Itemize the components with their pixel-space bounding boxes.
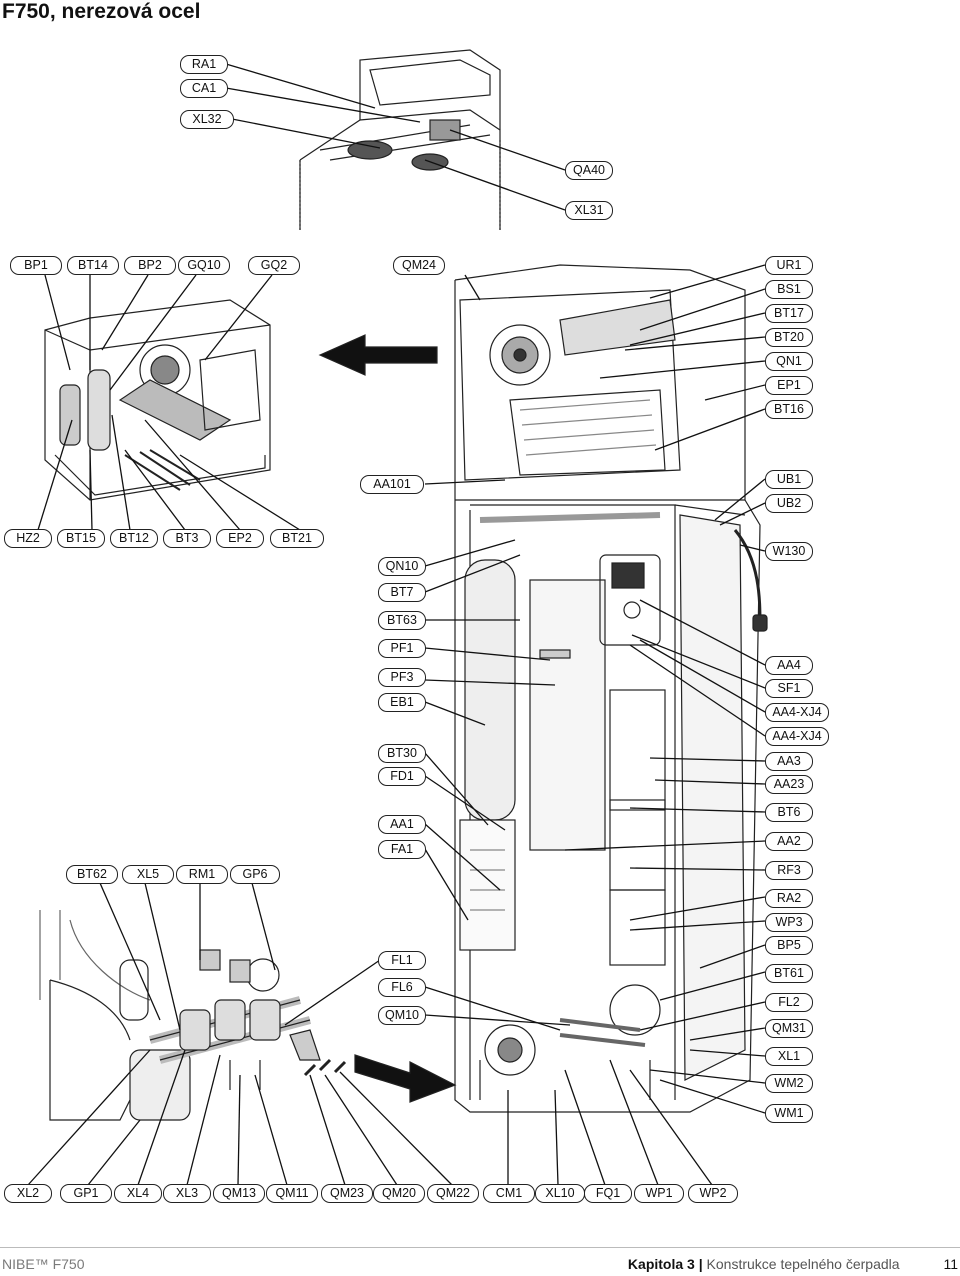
label-xl32: XL32: [180, 110, 234, 129]
page-title: F750, nerezová ocel: [2, 0, 201, 23]
label-aa1: AA1: [378, 815, 426, 834]
label-fl2: FL2: [765, 993, 813, 1012]
arrow-left-top: [318, 334, 438, 376]
label-aa4-xj4-1: AA4-XJ4: [765, 703, 829, 722]
label-bp2: BP2: [124, 256, 176, 275]
label-ra2: RA2: [765, 889, 813, 908]
label-wp1: WP1: [634, 1184, 684, 1203]
label-qm23: QM23: [321, 1184, 373, 1203]
label-fl1: FL1: [378, 951, 426, 970]
label-bt12: BT12: [110, 529, 158, 548]
label-bt20: BT20: [765, 328, 813, 347]
label-bt16: BT16: [765, 400, 813, 419]
pipe-module-drawing: [39, 910, 347, 1121]
arrow-right-bottom: [354, 1054, 457, 1103]
label-cm1: CM1: [483, 1184, 535, 1203]
label-ra1: RA1: [180, 55, 228, 74]
label-aa23: AA23: [765, 775, 813, 794]
label-pf1: PF1: [378, 639, 426, 658]
label-gp6: GP6: [230, 865, 280, 884]
label-bt61: BT61: [765, 964, 813, 983]
label-bp1: BP1: [10, 256, 62, 275]
label-bt21: BT21: [270, 529, 324, 548]
label-bt7: BT7: [378, 583, 426, 602]
label-bt62: BT62: [66, 865, 118, 884]
label-bp5: BP5: [765, 936, 813, 955]
page-number: 11: [943, 1256, 958, 1272]
label-bt6: BT6: [765, 803, 813, 822]
label-qn1: QN1: [765, 352, 813, 371]
label-bt63: BT63: [378, 611, 426, 630]
top-module-drawing: [299, 49, 501, 230]
label-ca1: CA1: [180, 79, 228, 98]
main-cabinet-drawing: [454, 264, 768, 1113]
footer-subtitle: Konstrukce tepelného čerpadla: [706, 1256, 900, 1272]
label-fd1: FD1: [378, 767, 426, 786]
label-aa4: AA4: [765, 656, 813, 675]
label-gq10: GQ10: [178, 256, 230, 275]
label-rf3: RF3: [765, 861, 813, 880]
label-ub2: UB2: [765, 494, 813, 513]
label-qn10: QN10: [378, 557, 426, 576]
label-xl3: XL3: [163, 1184, 211, 1203]
label-fq1: FQ1: [584, 1184, 632, 1203]
footer-separator: |: [698, 1256, 703, 1272]
label-w130: W130: [765, 542, 813, 561]
label-qm24: QM24: [393, 256, 445, 275]
label-bt3: BT3: [163, 529, 211, 548]
label-wp3: WP3: [765, 913, 813, 932]
label-ep2: EP2: [216, 529, 264, 548]
label-aa2: AA2: [765, 832, 813, 851]
label-sf1: SF1: [765, 679, 813, 698]
label-xl1: XL1: [765, 1047, 813, 1066]
footer-chapter-name: Kapitola 3: [627, 1256, 695, 1272]
label-wm2: WM2: [765, 1074, 813, 1093]
label-qm22: QM22: [427, 1184, 479, 1203]
label-aa4-xj4-2: AA4-XJ4: [765, 727, 829, 746]
label-qm20: QM20: [373, 1184, 425, 1203]
label-xl31: XL31: [565, 201, 613, 220]
label-rm1: RM1: [176, 865, 228, 884]
label-qa40: QA40: [565, 161, 613, 180]
label-gp1: GP1: [60, 1184, 112, 1203]
label-ep1: EP1: [765, 376, 813, 395]
label-qm11: QM11: [266, 1184, 318, 1203]
label-ur1: UR1: [765, 256, 813, 275]
label-bt14: BT14: [67, 256, 119, 275]
label-bt30: BT30: [378, 744, 426, 763]
label-fl6: FL6: [378, 978, 426, 997]
label-gq2: GQ2: [248, 256, 300, 275]
label-bt17: BT17: [765, 304, 813, 323]
label-qm13: QM13: [213, 1184, 265, 1203]
label-xl5: XL5: [122, 865, 174, 884]
footer-rule: [0, 1247, 960, 1248]
leader-lines: [27, 63, 766, 1186]
label-bt15: BT15: [57, 529, 105, 548]
label-wp2: WP2: [688, 1184, 738, 1203]
label-wm1: WM1: [765, 1104, 813, 1123]
label-aa3: AA3: [765, 752, 813, 771]
label-hz2: HZ2: [4, 529, 52, 548]
footer-brand: NIBE™ F750: [2, 1256, 85, 1272]
label-xl10: XL10: [535, 1184, 585, 1203]
label-aa101: AA101: [360, 475, 424, 494]
label-bs1: BS1: [765, 280, 813, 299]
compressor-module-drawing: [44, 299, 271, 501]
label-qm31: QM31: [765, 1019, 813, 1038]
label-ub1: UB1: [765, 470, 813, 489]
label-xl2: XL2: [4, 1184, 52, 1203]
label-fa1: FA1: [378, 840, 426, 859]
label-xl4: XL4: [114, 1184, 162, 1203]
footer-chapter: Kapitola 3 | Konstrukce tepelného čerpad…: [628, 1256, 958, 1276]
label-pf3: PF3: [378, 668, 426, 687]
label-eb1: EB1: [378, 693, 426, 712]
label-qm10: QM10: [378, 1006, 426, 1025]
